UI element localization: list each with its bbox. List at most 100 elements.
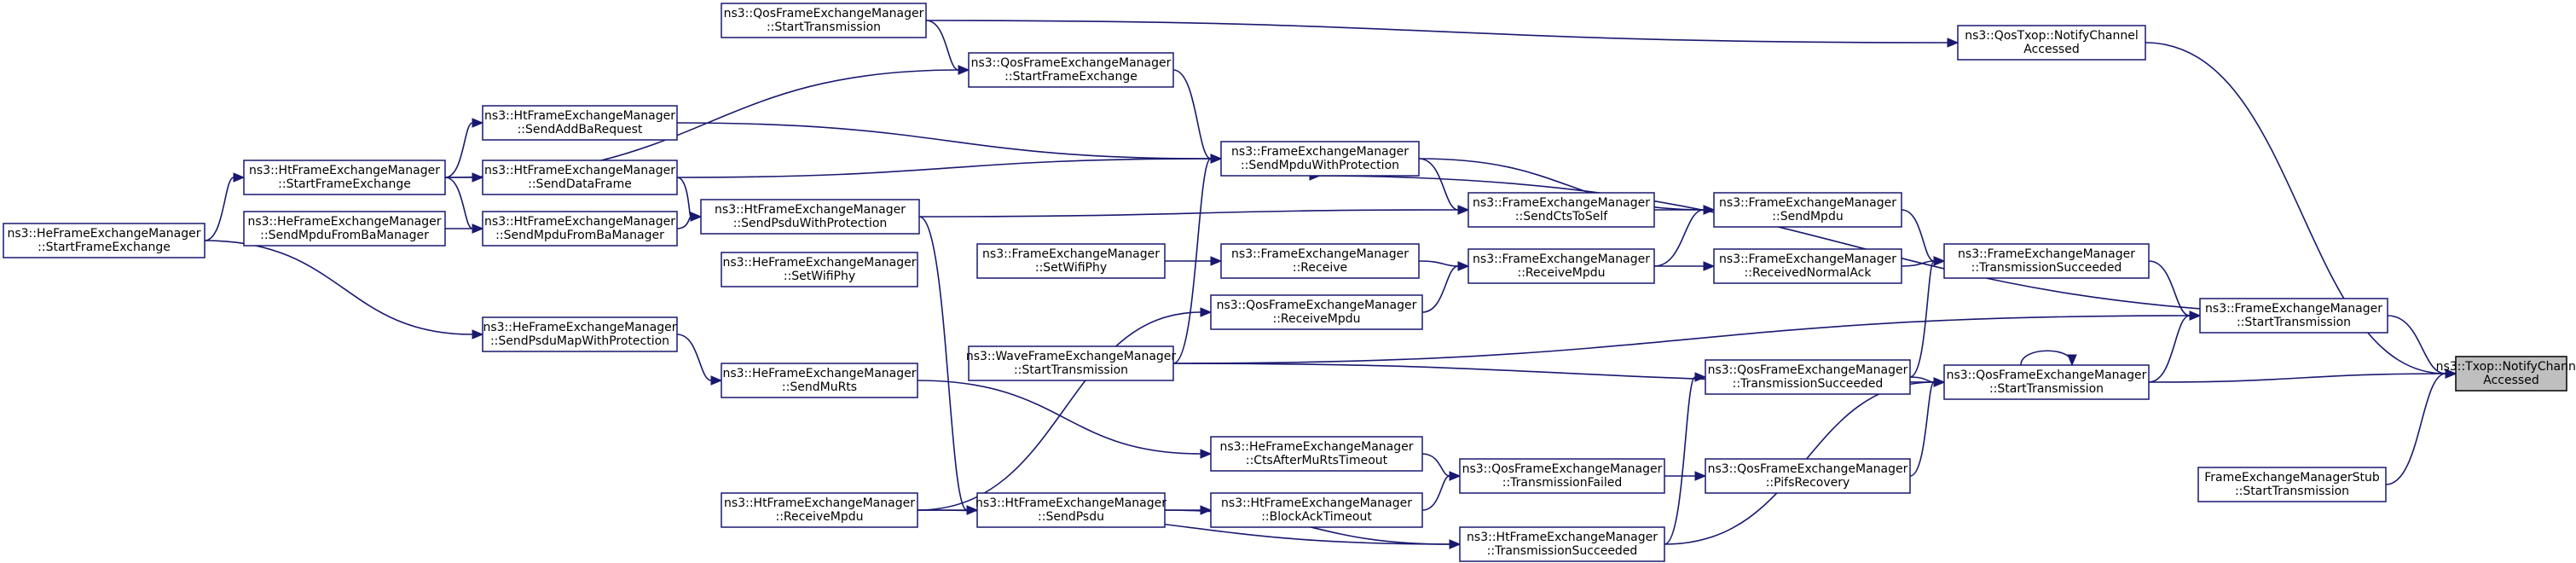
graph-edge-arrow — [1457, 205, 1470, 215]
graph-edge — [445, 223, 484, 234]
graph-node-box — [1943, 364, 2150, 400]
graph-node-label: FrameExchangeManagerStub — [2204, 471, 2380, 485]
graph-node-hefem-cts[interactable]: ns3::HeFrameExchangeManager::CtsAfterMuR… — [1210, 436, 1423, 472]
graph-edge-arrow — [2067, 354, 2077, 367]
graph-node-label: ::StartFrameExchange — [38, 241, 171, 254]
graph-node-box — [721, 363, 918, 398]
graph-node-box — [700, 199, 920, 235]
graph-node-htfem-sdf[interactable]: ns3::HtFrameExchangeManager::SendDataFra… — [482, 160, 678, 195]
graph-node-label: ::TransmissionSucceeded — [1487, 544, 1638, 558]
graph-edge — [918, 205, 1470, 218]
graph-node-fem-rm[interactable]: ns3::FrameExchangeManager::ReceiveMpdu — [1467, 248, 1655, 284]
graph-node-fem-smwp[interactable]: ns3::FrameExchangeManager::SendMpduWithP… — [1220, 141, 1420, 177]
graph-node-fem-ts[interactable]: ns3::FrameExchangeManager::TransmissionS… — [1943, 243, 2150, 279]
graph-node-hefem-smr[interactable]: ns3::HeFrameExchangeManager::SendMuRts — [721, 363, 918, 398]
graph-node-label: ns3::HtFrameExchangeManager — [1221, 496, 1412, 510]
graph-node-box — [482, 316, 678, 352]
graph-edge-line — [1421, 453, 1450, 477]
graph-edge — [2020, 350, 2077, 367]
graph-edge — [917, 307, 1213, 511]
graph-node-box — [1220, 243, 1420, 279]
graph-node-qfem-ts[interactable]: ns3::QosFrameExchangeManager::Transmissi… — [1705, 359, 1911, 395]
graph-node-fem-swp[interactable]: ns3::FrameExchangeManager::SetWifiPhy — [976, 243, 1166, 279]
graph-edge-arrow — [472, 172, 484, 183]
graph-edge — [1664, 372, 1707, 545]
graph-node-fem-st[interactable]: ns3::FrameExchangeManager::StartTransmis… — [2199, 298, 2388, 334]
graph-edge-line — [1172, 69, 1212, 160]
graph-node-label: ::StartFrameExchange — [278, 177, 411, 191]
graph-node-qfem-st[interactable]: ns3::QosFrameExchangeManager::StartTrans… — [1943, 364, 2150, 400]
graph-node-hefem-smfb[interactable]: ns3::HeFrameExchangeManager::SendMpduFro… — [243, 211, 446, 247]
graph-node-label: ::SendDataFrame — [528, 177, 632, 191]
graph-node-box — [721, 252, 918, 287]
graph-edge — [204, 172, 246, 241]
graph-node-qfem-rm[interactable]: ns3::QosFrameExchangeManager::ReceiveMpd… — [1210, 294, 1423, 330]
graph-edge-line — [1418, 158, 1459, 211]
graph-node-htfem-sab[interactable]: ns3::HtFrameExchangeManager::SendAddBaRe… — [482, 105, 678, 141]
graph-node-fem-rna[interactable]: ns3::FrameExchangeManager::ReceivedNorma… — [1713, 248, 1902, 284]
graph-edge-arrow — [1694, 471, 1707, 481]
graph-edge-line — [676, 216, 692, 229]
graph-node-label: ::SendPsduWithProtection — [733, 217, 888, 230]
graph-node-hefem-swp[interactable]: ns3::HeFrameExchangeManager::SetWifiPhy — [721, 252, 918, 287]
graph-node-qfem-pr[interactable]: ns3::QosFrameExchangeManager::PifsRecove… — [1705, 458, 1911, 494]
graph-node-htfem-sp[interactable]: ns3::HtFrameExchangeManager::SendPsdu — [975, 492, 1166, 528]
graph-edge-line — [917, 380, 1201, 455]
graph-edge-line — [1901, 209, 1935, 262]
graph-node-hefem-sfe[interactable]: ns3::HeFrameExchangeManager::StartFrameE… — [3, 223, 206, 258]
graph-edge — [1421, 471, 1462, 511]
graph-node-qfem-tf[interactable]: ns3::QosFrameExchangeManager::Transmissi… — [1459, 458, 1665, 494]
graph-node-htfem-sfe[interactable]: ns3::HtFrameExchangeManager::StartFrameE… — [243, 160, 446, 195]
graph-node-htfem-smfb[interactable]: ns3::HtFrameExchangeManager::SendMpduFro… — [482, 211, 678, 247]
graph-node-label: ns3::FrameExchangeManager — [1958, 247, 2135, 261]
graph-node-fem-sm[interactable]: ns3::FrameExchangeManager::SendMpdu — [1713, 192, 1902, 228]
graph-edge-line — [444, 122, 473, 178]
graph-node-fem-rcv[interactable]: ns3::FrameExchangeManager::Receive — [1220, 243, 1420, 279]
graph-edge-arrow — [1933, 256, 1946, 266]
graph-node-stub[interactable]: FrameExchangeManagerStub::StartTransmiss… — [2197, 467, 2387, 502]
graph-node-htfem-bat[interactable]: ns3::HtFrameExchangeManager::BlockAckTim… — [1210, 492, 1423, 528]
graph-node-hefem-spmwp[interactable]: ns3::HeFrameExchangeManager::SendPsduMap… — [482, 316, 678, 352]
graph-node-label: ns3::HtFrameExchangeManager — [715, 203, 906, 217]
graph-edge-line — [2148, 260, 2191, 316]
graph-edge — [1418, 158, 1470, 215]
graph-edge — [925, 20, 1959, 48]
graph-edge-arrow — [958, 65, 970, 75]
graph-edge-line — [2148, 315, 2191, 383]
graph-edge — [1664, 471, 1707, 481]
graph-node-label: Accessed — [2483, 374, 2538, 387]
graph-edge-line — [204, 240, 473, 335]
graph-node-label: ns3::QosFrameExchangeManager — [971, 56, 1172, 70]
graph-node-htfem-rm[interactable]: ns3::HtFrameExchangeManager::ReceiveMpdu — [721, 492, 918, 528]
graph-node-label: ns3::HtFrameExchangeManager — [1467, 531, 1658, 544]
graph-node-qfem-stt[interactable]: ns3::QosFrameExchangeManager::StartTrans… — [721, 3, 927, 38]
graph-node-label: ns3::HeFrameExchangeManager — [722, 256, 916, 270]
graph-node-label: ::BlockAckTimeout — [1261, 510, 1372, 524]
graph-edge-arrow — [1200, 505, 1213, 515]
graph-node-label: ns3::Txop::NotifyChannel — [2436, 360, 2576, 374]
graph-edge-arrow — [1457, 261, 1470, 271]
graph-node-box — [1210, 436, 1423, 472]
graph-edge-arrow — [2189, 311, 2202, 321]
graph-edge-arrow — [1694, 372, 1707, 382]
graph-edge — [1901, 209, 1946, 266]
graph-edge — [2148, 369, 2457, 383]
graph-edge — [1165, 505, 1213, 515]
graph-edge-arrow — [1200, 449, 1213, 459]
graph-node-box — [1705, 458, 1911, 494]
graph-node-label: ns3::HtFrameExchangeManager — [484, 109, 675, 123]
graph-node-label: ns3::FrameExchangeManager — [1231, 145, 1409, 159]
graph-node-label: ::TransmissionSucceeded — [1733, 377, 1884, 391]
graph-node-fem-scts[interactable]: ns3::FrameExchangeManager::SendCtsToSelf — [1467, 192, 1655, 228]
graph-edge-line — [444, 177, 473, 229]
graph-node-qfem-sfe[interactable]: ns3::QosFrameExchangeManager::StartFrame… — [968, 52, 1174, 88]
graph-node-label: ::PifsRecovery — [1766, 476, 1850, 490]
graph-node-wfem-st[interactable]: ns3::WaveFrameExchangeManager::StartTran… — [966, 345, 1177, 381]
graph-node-label: ::ReceiveMpdu — [1518, 266, 1606, 280]
graph-node-htfem-spwp[interactable]: ns3::HtFrameExchangeManager::SendPsduWit… — [700, 199, 920, 235]
graph-node-box — [976, 492, 1166, 528]
graph-node-box — [1467, 248, 1655, 284]
graph-edge — [204, 240, 484, 340]
graph-node-htfem-ts[interactable]: ns3::HtFrameExchangeManager::Transmissio… — [1459, 526, 1665, 562]
